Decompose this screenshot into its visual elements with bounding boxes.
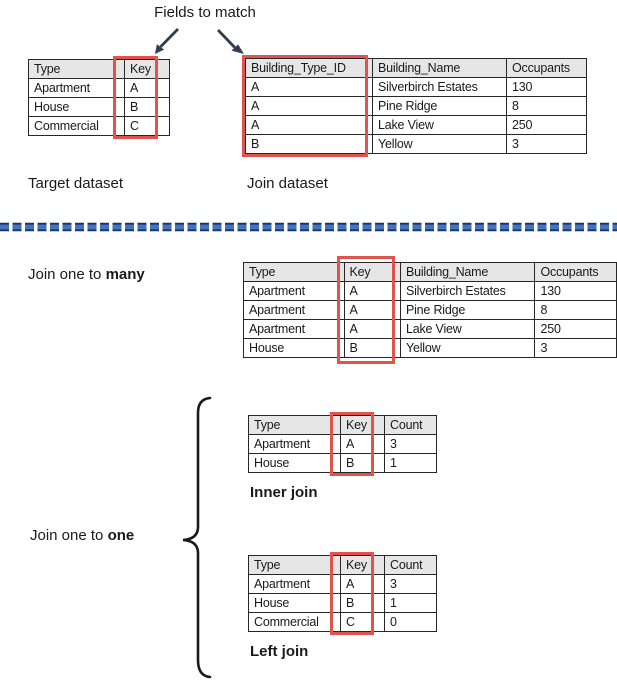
- column-header: Occupants: [534, 262, 617, 282]
- table-cell: Commercial: [248, 612, 341, 632]
- column-header: Building_Name: [399, 262, 536, 282]
- table-cell: Yellow: [399, 338, 536, 358]
- table-cell: 3: [384, 574, 437, 594]
- table-cell: 8: [534, 300, 617, 320]
- join-one-to-one-label-bold: one: [107, 527, 135, 544]
- table-cell: Lake View: [399, 319, 536, 339]
- curly-brace-icon: [182, 396, 212, 679]
- table-cell: Pine Ridge: [399, 300, 536, 320]
- table-cell: House: [243, 338, 345, 358]
- table-cell: House: [248, 453, 341, 473]
- dashed-divider-line: [0, 222, 617, 232]
- table-cell: 0: [384, 612, 437, 632]
- join-one-to-many-label: Join one to many: [28, 266, 145, 283]
- key-column-highlight-box: [330, 552, 374, 635]
- column-header: Count: [384, 555, 437, 575]
- table-cell: 3: [506, 134, 587, 154]
- table-cell: Apartment: [243, 281, 345, 301]
- table-cell: Lake View: [372, 115, 507, 135]
- table-cell: 8: [506, 96, 587, 116]
- column-header: Building_Name: [372, 58, 507, 78]
- table-cell: B: [124, 97, 170, 117]
- fields-to-match-label: Fields to match: [154, 4, 256, 21]
- table-cell: Apartment: [248, 574, 341, 594]
- table-cell: Apartment: [248, 434, 341, 454]
- table-cell: 3: [384, 434, 437, 454]
- join-one-to-one-label: Join one to one: [30, 527, 134, 544]
- table-cell: 130: [534, 281, 617, 301]
- join-one-to-one-label-prefix: Join one to: [30, 527, 108, 544]
- column-header: Key: [343, 262, 401, 282]
- table-cell: 1: [384, 453, 437, 473]
- column-header: Count: [384, 415, 437, 435]
- table-cell: House: [248, 593, 341, 613]
- key-column-highlight-box: [113, 56, 158, 139]
- table-cell: Apartment: [28, 78, 125, 98]
- key-column-highlight-box: [330, 412, 374, 476]
- target-dataset-label: Target dataset: [28, 175, 124, 192]
- table-cell: 130: [506, 77, 587, 97]
- table-cell: 250: [506, 115, 587, 135]
- fields-to-match-arrows-icon: [155, 28, 244, 54]
- inner-join-label: Inner join: [250, 484, 318, 501]
- column-header: Type: [28, 59, 125, 79]
- left-join-label: Left join: [250, 643, 309, 660]
- table-cell: House: [28, 97, 125, 117]
- join-one-to-many-label-bold: many: [105, 266, 145, 283]
- column-header: Type: [248, 415, 341, 435]
- table-cell: C: [124, 116, 170, 136]
- join-one-to-many-label-prefix: Join one to: [28, 266, 106, 283]
- join-dataset-label: Join dataset: [247, 175, 328, 192]
- table-cell: 250: [534, 319, 617, 339]
- table-cell: Commercial: [28, 116, 125, 136]
- building-type-id-column-highlight-box: [242, 55, 368, 157]
- table-cell: Pine Ridge: [372, 96, 507, 116]
- table-cell: 3: [534, 338, 617, 358]
- table-cell: Yellow: [372, 134, 507, 154]
- column-header: Occupants: [506, 58, 587, 78]
- table-cell: Apartment: [243, 300, 345, 320]
- column-header: Type: [243, 262, 345, 282]
- table-cell: Silverbirch Estates: [372, 77, 507, 97]
- column-header: Type: [248, 555, 341, 575]
- table-cell: Silverbirch Estates: [399, 281, 536, 301]
- key-column-highlight-box: [337, 256, 395, 364]
- table-cell: Apartment: [243, 319, 345, 339]
- table-cell: B: [343, 338, 401, 358]
- table-cell: 1: [384, 593, 437, 613]
- column-header: Building_Type_ID: [245, 58, 373, 78]
